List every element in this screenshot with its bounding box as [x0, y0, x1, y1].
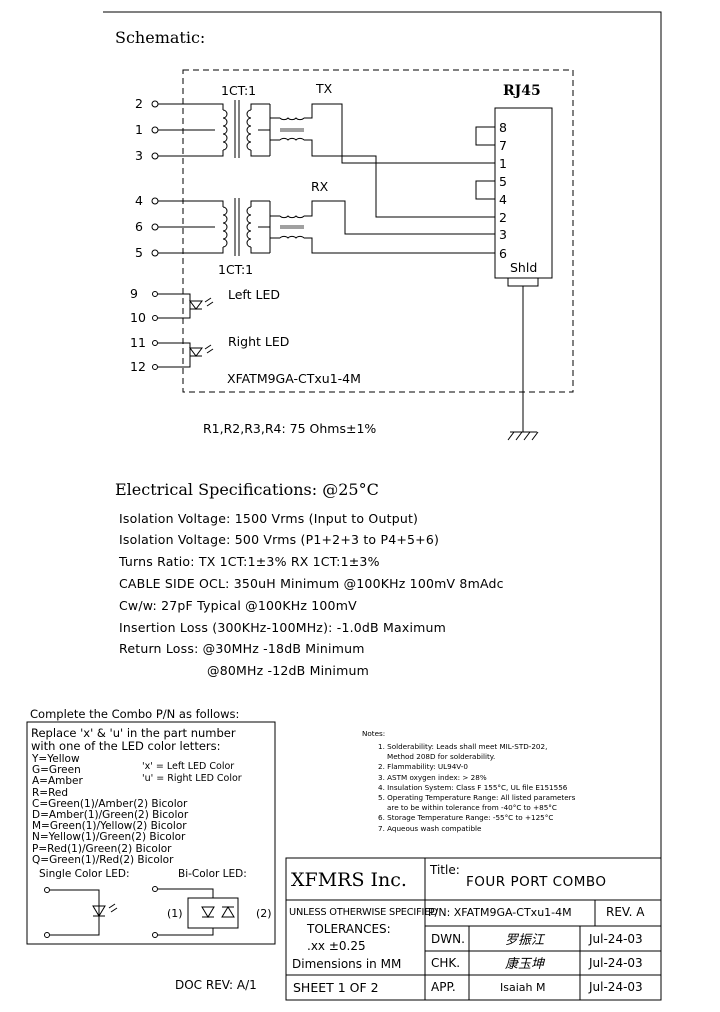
color-code: M=Green(1)/Yellow(2) Bicolor: [32, 820, 187, 833]
module-part-number: XFATM9GA-CTxu1-4M: [227, 371, 361, 386]
color-code: R=Red: [32, 786, 69, 799]
approved-label: APP.: [431, 980, 456, 994]
drawn-label: DWN.: [431, 932, 465, 946]
ct-ratio-top: 1CT:1: [221, 83, 257, 98]
sheet-number: SHEET 1 OF 2: [293, 980, 379, 995]
rj45-shield-tab: [507, 277, 539, 287]
tolerance-value: .xx ±0.25: [307, 939, 366, 953]
spec-line: Return Loss: @30MHz -18dB Minimum: [119, 641, 365, 656]
spec-line: Insertion Loss (300KHz-100MHz): -1.0dB M…: [119, 620, 446, 635]
rj45-pin-label: 1: [499, 156, 507, 171]
module-outline: [182, 69, 574, 393]
resistor-note: R1,R2,R3,R4: 75 Ohms±1%: [203, 421, 377, 436]
spec-line: Turns Ratio: TX 1CT:1±3% RX 1CT:1±3%: [119, 554, 380, 569]
spec-line: Isolation Voltage: 500 Vrms (P1+2+3 to P…: [119, 532, 440, 547]
tx-label: TX: [316, 81, 333, 96]
color-code: C=Green(1)/Amber(2) Bicolor: [32, 797, 188, 810]
combo-intro: Replace 'x' & 'u' in the part number wit…: [31, 727, 236, 753]
ct-ratio-bottom: 1CT:1: [218, 262, 254, 277]
note-line: 5. Operating Temperature Range: All list…: [378, 793, 576, 803]
pin-label: 10: [130, 310, 146, 325]
approved-by: Isaiah M: [500, 981, 546, 994]
spec-line: @80MHz -12dB Minimum: [207, 663, 369, 678]
color-code: D=Amber(1)/Green(2) Bicolor: [32, 809, 189, 822]
shield-label: Shld: [510, 260, 538, 275]
pin-label: 6: [135, 219, 143, 234]
part-number: P/N: XFATM9GA-CTxu1-4M: [428, 906, 572, 919]
checked-date: Jul-24-03: [589, 956, 643, 970]
rj45-pin-label: 7: [499, 138, 507, 153]
revision: REV. A: [606, 905, 645, 919]
color-code: A=Amber: [32, 775, 83, 788]
rx-label: RX: [311, 179, 329, 194]
right-led-label: Right LED: [228, 334, 290, 349]
color-code: N=Yellow(1)/Green(2) Bicolor: [32, 831, 186, 844]
pin-label: 11: [130, 335, 146, 350]
color-code: Q=Green(1)/Red(2) Bicolor: [32, 853, 174, 866]
bicolor-2-label: (2): [256, 907, 272, 920]
note-line: are to be within tolerance from -40°C to…: [387, 803, 557, 813]
color-code: Y=Yellow: [32, 753, 80, 765]
tolerances-label: TOLERANCES:: [307, 922, 391, 936]
single-led-label: Single Color LED:: [39, 868, 130, 880]
note-line: 3. ASTM oxygen index: > 28%: [378, 772, 487, 782]
pin-label: 1: [135, 122, 143, 137]
u-note: 'u' = Right LED Color: [142, 773, 242, 784]
pin-label: 3: [135, 148, 143, 163]
note-line: 1. Solderability: Leads shall meet MIL-S…: [378, 742, 548, 751]
notes-list: 1. Solderability: Leads shall meet MIL-S…: [378, 742, 575, 834]
note-line: 2. Flammability: UL94V-0: [378, 762, 468, 772]
rj45-pin-label: 6: [499, 246, 507, 261]
combo-box: [26, 721, 276, 945]
bicolor-1-label: (1): [167, 907, 183, 920]
pin-label: 12: [130, 359, 146, 374]
left-led-label: Left LED: [228, 287, 280, 302]
title-block: [285, 857, 662, 1001]
combo-intro-line: Replace 'x' & 'u' in the part number: [31, 726, 236, 740]
combo-title: Complete the Combo P/N as follows:: [30, 707, 240, 721]
pin-label: 5: [135, 245, 143, 260]
title-label: Title:: [430, 863, 460, 877]
rj45-pin-label: 4: [499, 192, 507, 207]
pin-label: 9: [130, 286, 138, 301]
x-note: 'x' = Left LED Color: [142, 761, 235, 772]
checked-by: 康玉坤: [505, 957, 545, 972]
spec-line: Cw/w: 27pF Typical @100KHz 100mV: [119, 598, 357, 613]
spec-line: CABLE SIDE OCL: 350uH Minimum @100KHz 10…: [119, 576, 504, 591]
combo-intro-line: with one of the LED color letters:: [31, 739, 221, 753]
company-name: XFMRS Inc.: [291, 869, 407, 891]
note-line: 6. Storage Temperature Range: -55°C to +…: [378, 813, 554, 823]
pin-label: 2: [135, 96, 143, 111]
rj45-pin-label: 2: [499, 210, 507, 225]
rj45-pin-label: 8: [499, 120, 507, 135]
pin-label: 4: [135, 193, 143, 208]
notes-title: Notes:: [362, 729, 386, 738]
drawn-date: Jul-24-03: [589, 932, 643, 946]
specs-title: Electrical Specifications: @25°C: [115, 480, 379, 499]
bicolor-led-label: Bi-Color LED:: [178, 868, 247, 880]
schematic-title: Schematic:: [115, 28, 206, 47]
color-code: G=Green: [32, 764, 81, 777]
note-line: 7. Aqueous wash compatible: [378, 823, 482, 833]
color-code: P=Red(1)/Green(2) Bicolor: [32, 842, 172, 855]
rj45-pin-label: 5: [499, 174, 507, 189]
rj45-pin-label: 3: [499, 227, 507, 242]
doc-revision: DOC REV: A/1: [175, 978, 257, 992]
unless-note: UNLESS OTHERWISE SPECIFIED: [289, 907, 438, 918]
note-line: Method 208D for solderability.: [387, 752, 496, 762]
color-code-list: Y=Yellow G=Green A=Amber R=Red C=Green(1…: [32, 753, 189, 866]
rj45-label: RJ45: [503, 83, 541, 99]
spec-line: Isolation Voltage: 1500 Vrms (Input to O…: [119, 511, 419, 526]
approved-date: Jul-24-03: [589, 980, 643, 994]
drawing-title: FOUR PORT COMBO: [466, 874, 607, 890]
drawn-by: 罗振江: [505, 933, 545, 948]
note-line: 4. Insulation System: Class F 155°C, UL …: [378, 782, 568, 792]
checked-label: CHK.: [431, 956, 461, 970]
dimensions-note: Dimensions in MM: [292, 957, 402, 971]
